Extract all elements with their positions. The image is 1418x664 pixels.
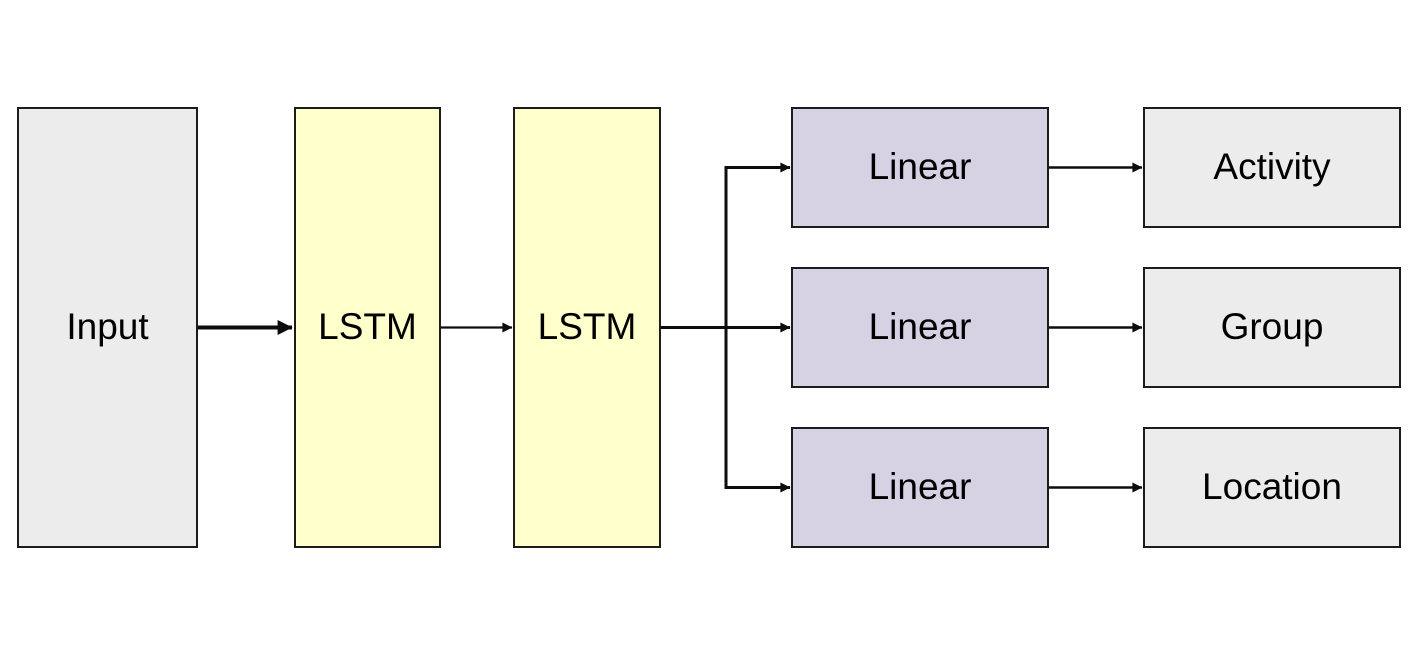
node-input-label: Input — [66, 306, 149, 348]
node-output-activity-label: Activity — [1213, 146, 1331, 188]
node-linear-group-label: Linear — [868, 306, 972, 348]
node-input: Input — [17, 107, 198, 548]
node-output-group: Group — [1143, 267, 1401, 388]
node-lstm-2: LSTM — [513, 107, 661, 548]
node-linear-location: Linear — [791, 427, 1049, 548]
node-linear-activity: Linear — [791, 107, 1049, 228]
node-output-location-label: Location — [1202, 466, 1342, 508]
node-linear-activity-label: Linear — [868, 146, 972, 188]
edge-lstm2-to-linear-activity — [724, 162, 791, 328]
node-linear-group: Linear — [791, 267, 1049, 388]
node-lstm-2-label: LSTM — [537, 306, 637, 348]
node-output-activity: Activity — [1143, 107, 1401, 228]
node-linear-location-label: Linear — [868, 466, 972, 508]
node-lstm-1: LSTM — [294, 107, 441, 548]
edge-lstm2-to-linear-location — [724, 327, 791, 493]
node-output-location: Location — [1143, 427, 1401, 548]
node-output-group-label: Group — [1220, 306, 1324, 348]
node-lstm-1-label: LSTM — [318, 306, 417, 348]
